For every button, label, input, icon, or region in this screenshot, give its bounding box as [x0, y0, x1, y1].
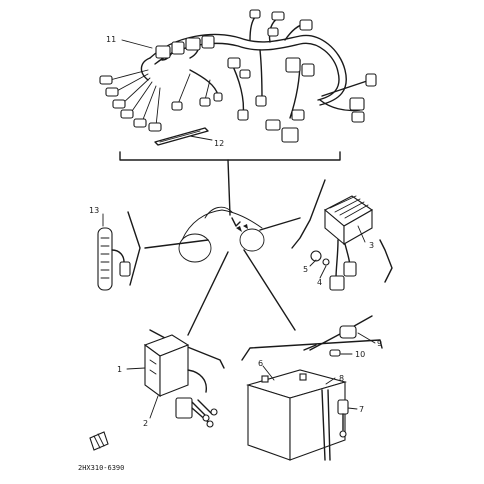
- callout-leaders: [102, 39, 376, 419]
- part-code: 2HX310-6390: [78, 464, 124, 472]
- wire-harness: [99, 9, 377, 146]
- motorcycle-outline: [178, 206, 265, 263]
- leader-line: [144, 239, 209, 249]
- callout-13: 13: [89, 206, 99, 215]
- leader-line: [243, 249, 296, 331]
- callout-6: 6: [258, 359, 263, 368]
- leader-line: [259, 217, 301, 231]
- callout-4: 4: [317, 278, 322, 287]
- battery-group: [241, 315, 383, 461]
- direction-marker-icon: [89, 431, 109, 451]
- callout-12: 12: [214, 139, 224, 148]
- cdi-igniter: [143, 329, 225, 428]
- callout-2: 2: [143, 419, 148, 428]
- callout-10: 10: [355, 350, 365, 359]
- handlebar-grip: [97, 211, 141, 291]
- callout-5: 5: [303, 265, 308, 274]
- callout-8: 8: [339, 374, 344, 383]
- harness-group-bracket: [119, 151, 341, 161]
- leader-line: [187, 251, 229, 336]
- callout-3: 3: [369, 241, 374, 250]
- callout-11: 11: [106, 35, 116, 44]
- callout-7: 7: [359, 405, 364, 414]
- callout-9: 9: [377, 339, 382, 348]
- leader-line: [227, 159, 231, 216]
- callout-1: 1: [117, 365, 122, 374]
